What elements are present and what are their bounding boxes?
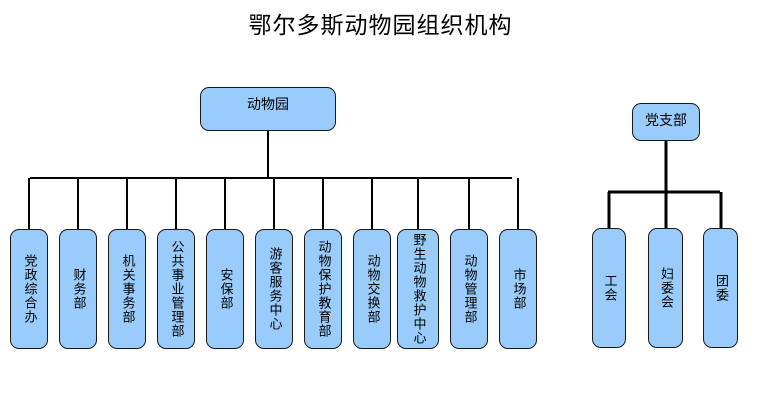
left_tree-node-9-label: 动物管理部	[461, 254, 477, 324]
left_tree-node-3-label: 公共事业管理部	[168, 240, 184, 338]
right_tree-node-2[interactable]: 团委	[703, 228, 738, 348]
left_tree-node-1-label: 财务部	[70, 268, 86, 310]
left_tree-node-3[interactable]: 公共事业管理部	[157, 229, 195, 349]
right_tree-node-1[interactable]: 妇委会	[648, 228, 683, 348]
right_tree-root-node-label: 党支部	[645, 113, 687, 129]
left_tree-node-6[interactable]: 动物保护教育部	[304, 229, 342, 349]
left_tree-node-4-label: 安保部	[217, 268, 233, 310]
left_tree-node-0[interactable]: 党政综合办	[10, 229, 48, 349]
left_tree-node-8[interactable]: 野生动物救护中心	[397, 229, 439, 349]
left_tree-node-7[interactable]: 动物交换部	[353, 229, 391, 349]
left_tree-node-4[interactable]: 安保部	[206, 229, 244, 349]
right_tree-node-2-label: 团委	[713, 274, 728, 302]
left_tree-node-8-label: 野生动物救护中心	[410, 233, 426, 345]
left_tree-node-9[interactable]: 动物管理部	[450, 229, 488, 349]
left_tree-node-10-label: 市场部	[510, 268, 526, 310]
left_tree-node-7-label: 动物交换部	[364, 254, 380, 324]
right_tree-node-0[interactable]: 工会	[592, 228, 626, 348]
left_tree-node-1[interactable]: 财务部	[59, 229, 97, 349]
left_tree-node-6-label: 动物保护教育部	[315, 240, 331, 338]
left_tree-node-2[interactable]: 机关事务部	[108, 229, 146, 349]
left_tree-node-5-label: 游客服务中心	[266, 247, 282, 331]
left_tree-root-node-label: 动物园	[247, 97, 289, 113]
left_tree-root-node[interactable]: 动物园	[200, 87, 336, 131]
left_tree-node-2-label: 机关事务部	[119, 254, 135, 324]
left_tree-node-5[interactable]: 游客服务中心	[255, 229, 293, 349]
right_tree-root-node[interactable]: 党支部	[632, 103, 700, 141]
left_tree-node-10[interactable]: 市场部	[499, 229, 537, 349]
right_tree-node-0-label: 工会	[601, 274, 617, 302]
left_tree-node-0-label: 党政综合办	[21, 254, 37, 324]
right_tree-node-1-label: 妇委会	[658, 267, 673, 309]
page-title: 鄂尔多斯动物园组织机构	[248, 13, 513, 39]
